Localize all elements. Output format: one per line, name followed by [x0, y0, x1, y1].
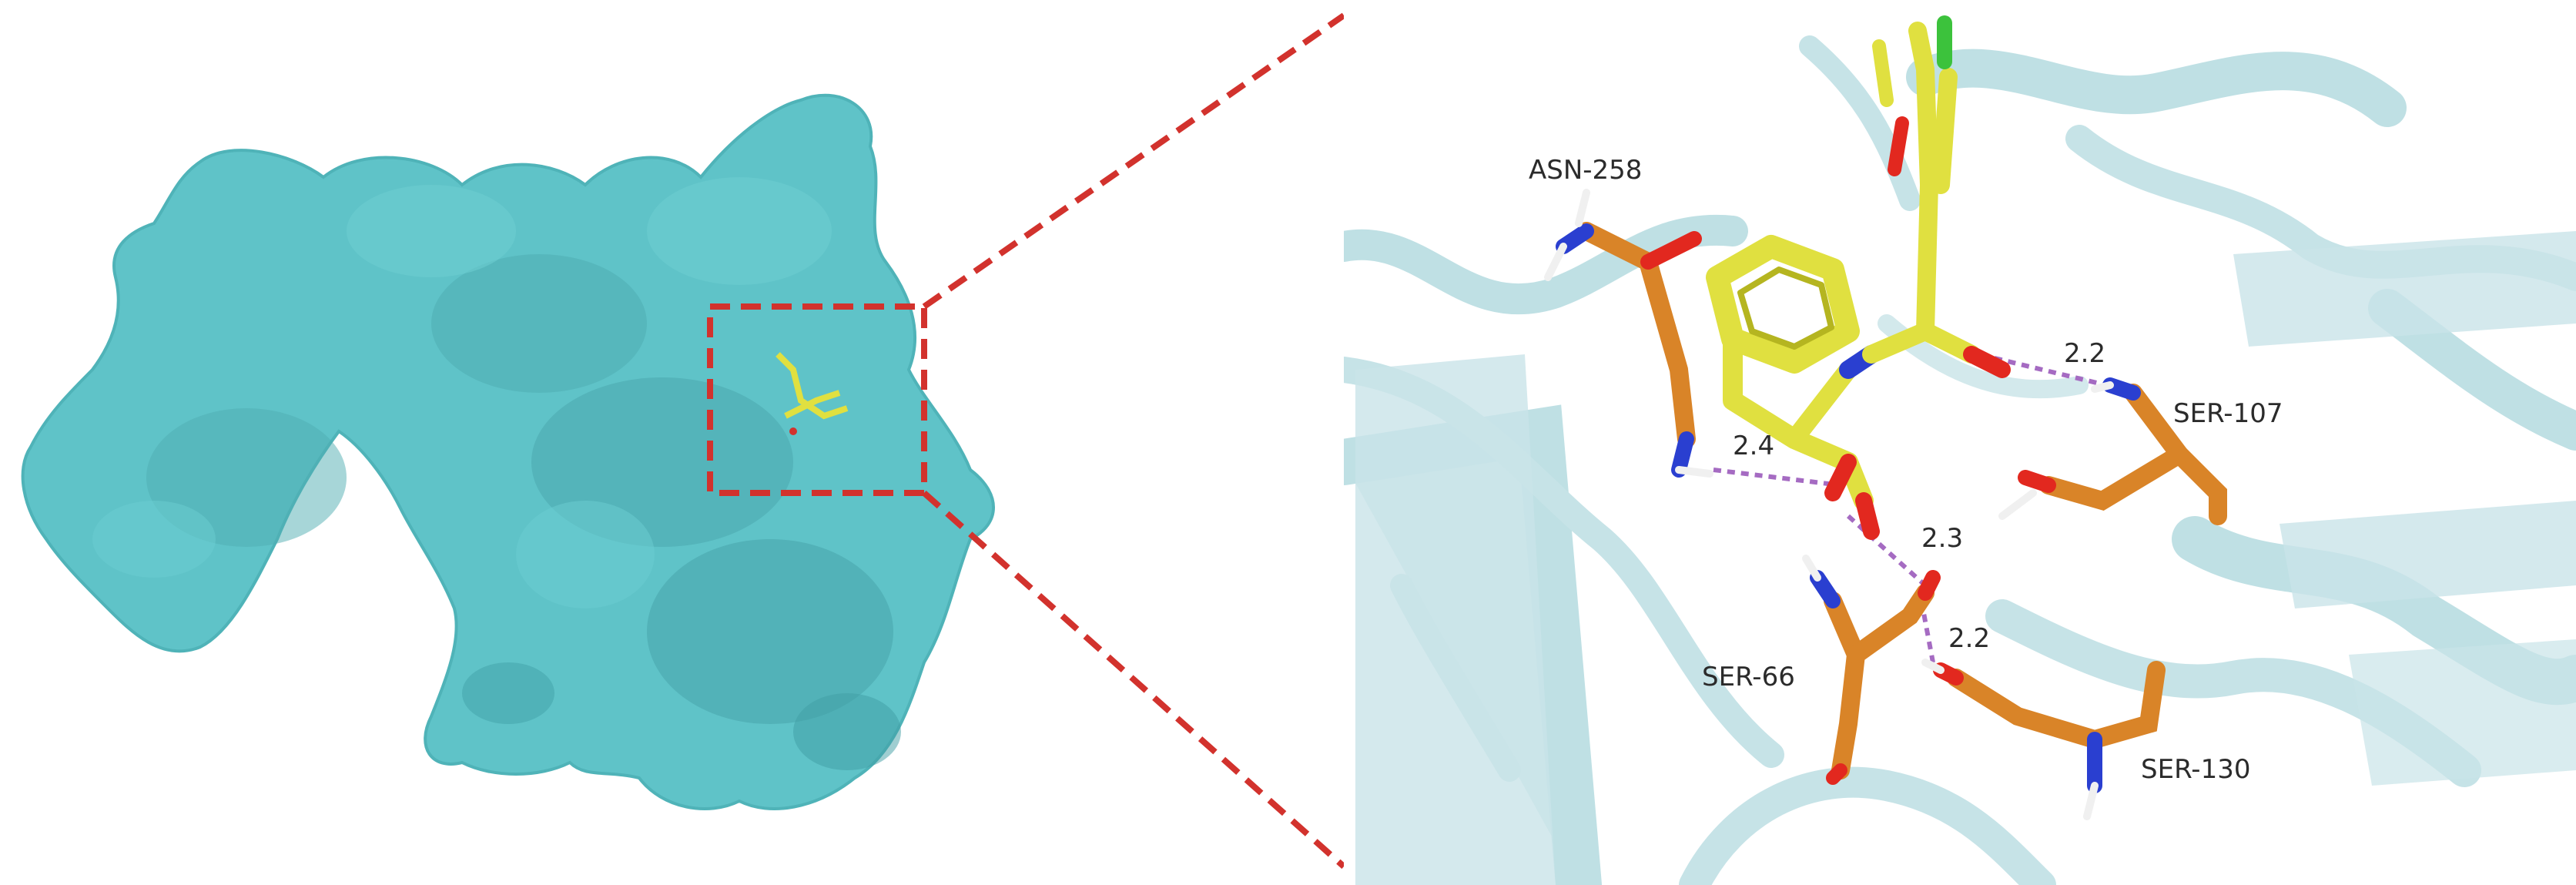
residue-label-ser107: SER-107: [2173, 398, 2283, 429]
residue-label-ser66: SER-66: [1702, 662, 1795, 692]
zoom-box: [707, 303, 927, 496]
binding-pocket-panel: [1344, 0, 2576, 885]
zoom-line-bottom: [922, 491, 1346, 869]
hbond-line-d4: [1919, 600, 1935, 663]
residue-ser107: [1998, 377, 2227, 525]
hbond-distance-d4: 2.2: [1948, 623, 1990, 654]
ligand-in-pocket: [775, 352, 849, 435]
hbond-line-d3: [1846, 514, 1928, 588]
hbond-line-d2: [1713, 468, 1841, 488]
hbond-distance-d2: 2.4: [1733, 431, 1774, 461]
residue-ser66: [1802, 555, 1941, 785]
residue-ser130: [1921, 659, 2166, 820]
hydrogen-bonds: [1713, 356, 2107, 663]
protein-surface: [21, 93, 995, 810]
hbond-distance-d1: 2.2: [2064, 338, 2105, 369]
hbond-distance-d3: 2.3: [1921, 523, 1963, 554]
hbond-line-d1: [1994, 356, 2107, 387]
residue-label-ser130: SER-130: [2141, 754, 2250, 785]
zoom-line-top: [922, 12, 1346, 310]
residue-label-asn258: ASN-258: [1529, 155, 1642, 186]
ligand: [1706, 15, 2011, 540]
residue-asn258: [1544, 189, 1713, 478]
